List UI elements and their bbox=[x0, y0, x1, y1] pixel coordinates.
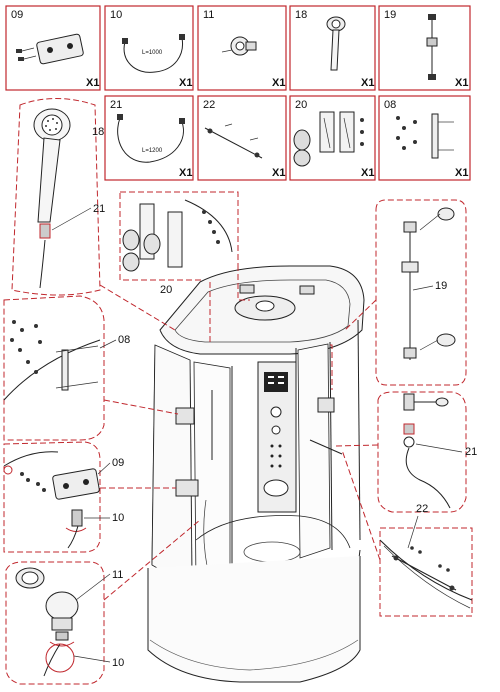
detail-hand-shower: 18 21 bbox=[11, 98, 105, 296]
part-number-20: 20 bbox=[295, 99, 307, 111]
callout-10-top: 10 bbox=[112, 512, 124, 524]
part-box-08: 08 X1 bbox=[378, 95, 471, 181]
shower-hose-icon bbox=[122, 34, 185, 73]
detail-slide-bar: 19 bbox=[375, 199, 467, 386]
detail-hose-connection: 21 bbox=[377, 391, 477, 513]
detail-shelf-brackets: 20 bbox=[119, 191, 239, 296]
part-box-11: 11 X1 bbox=[197, 5, 287, 91]
part-qty-20: X1 bbox=[361, 167, 374, 179]
callout-19: 19 bbox=[435, 280, 447, 292]
part-box-21: 21 X1 L=1200 bbox=[104, 95, 194, 181]
hose-length-label: L=1000 bbox=[142, 50, 163, 56]
part-number-09: 09 bbox=[11, 9, 23, 21]
slide-bar-icon bbox=[426, 14, 438, 80]
callout-21-right: 21 bbox=[465, 446, 477, 458]
part-box-10: 10 X1 L=1000 bbox=[104, 5, 194, 91]
callout-21-top: 21 bbox=[93, 203, 105, 215]
part-box-19: 19 X1 bbox=[378, 5, 471, 91]
wall-outlet-elbow-icon bbox=[221, 36, 257, 56]
part-qty-21: X1 bbox=[179, 167, 192, 179]
part-qty-19: X1 bbox=[455, 77, 468, 89]
bracket-plate-icon bbox=[16, 33, 84, 65]
callout-10-bottom: 10 bbox=[112, 657, 124, 669]
callout-09: 09 bbox=[112, 457, 124, 469]
part-qty-08: X1 bbox=[455, 167, 468, 179]
shower-cabin-assembly bbox=[147, 265, 365, 683]
part-qty-09: X1 bbox=[86, 77, 99, 89]
detail-towel-rail: 22 bbox=[379, 503, 473, 617]
part-number-21: 21 bbox=[110, 99, 122, 111]
shelf-bracket-set-icon bbox=[293, 111, 364, 167]
leader-lines bbox=[99, 265, 381, 601]
part-number-10: 10 bbox=[110, 9, 122, 21]
long-hose-icon bbox=[117, 114, 185, 163]
part-number-11: 11 bbox=[203, 9, 214, 21]
callout-18: 18 bbox=[92, 126, 104, 138]
long-hose-length-label: L=1200 bbox=[142, 148, 163, 154]
part-box-20: 20 X1 bbox=[289, 95, 376, 181]
callout-11: 11 bbox=[112, 569, 123, 581]
part-number-22: 22 bbox=[203, 99, 215, 111]
part-qty-10: X1 bbox=[179, 77, 192, 89]
part-box-22: 22 X1 bbox=[197, 95, 287, 181]
detail-wall-outlet: 11 10 bbox=[5, 561, 124, 685]
part-qty-22: X1 bbox=[272, 167, 285, 179]
part-number-08: 08 bbox=[384, 99, 396, 111]
glass-clamp-set-icon bbox=[396, 113, 454, 159]
part-box-18: 18 X1 bbox=[289, 5, 376, 91]
callout-08: 08 bbox=[118, 334, 130, 346]
detail-bracket-plate: 09 10 bbox=[3, 441, 124, 553]
part-qty-18: X1 bbox=[361, 77, 374, 89]
part-qty-11: X1 bbox=[272, 77, 285, 89]
callout-22: 22 bbox=[416, 503, 428, 515]
towel-rail-icon bbox=[204, 123, 263, 159]
part-box-09: 09 X1 bbox=[5, 5, 101, 91]
part-number-18: 18 bbox=[295, 9, 307, 21]
hand-shower-icon bbox=[326, 16, 346, 71]
callout-20: 20 bbox=[160, 284, 172, 296]
detail-glass-clamps: 08 bbox=[3, 295, 130, 441]
part-number-19: 19 bbox=[384, 9, 396, 21]
